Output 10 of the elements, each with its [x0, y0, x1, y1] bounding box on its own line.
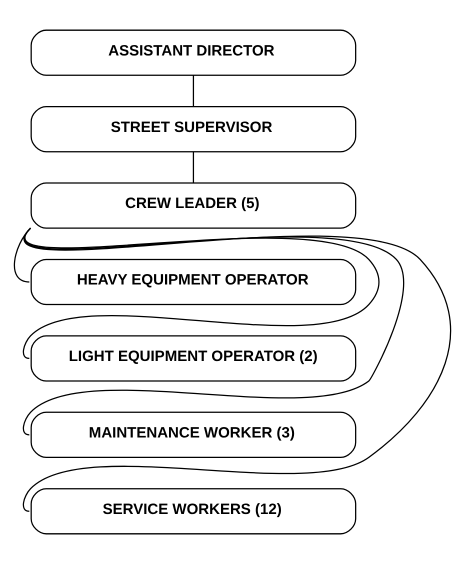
node-box: STREET SUPERVISOR	[30, 105, 356, 152]
node-box: HEAVY EQUIPMENT OPERATOR	[30, 258, 356, 305]
connector	[192, 151, 194, 182]
node-box: CREW LEADER (5)	[30, 182, 356, 228]
connector	[192, 74, 194, 106]
node-box: LIGHT EQUIPMENT OPERATOR (2)	[30, 334, 356, 382]
node-box: ASSISTANT DIRECTOR	[30, 29, 356, 76]
node-box: SERVICE WORKERS (12)	[30, 488, 356, 534]
connector	[22, 227, 451, 512]
node-box: MAINTENANCE WORKER (3)	[30, 411, 356, 458]
